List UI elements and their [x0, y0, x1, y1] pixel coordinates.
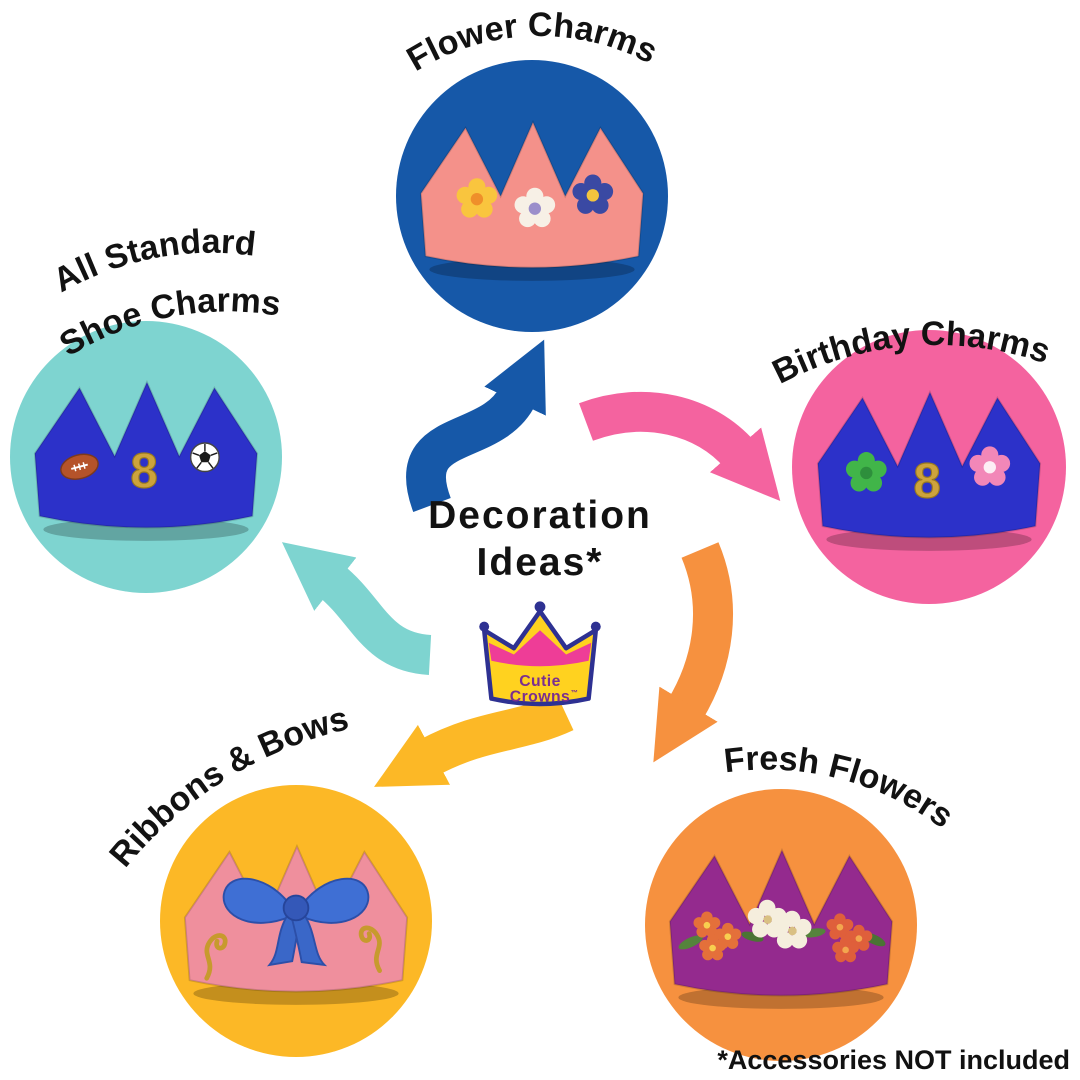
birthday-charms-node: 8: [792, 330, 1066, 604]
ribbons-bows-crown-image: [183, 845, 409, 1005]
flower-charms-crown-image: [419, 121, 645, 281]
white-flower-charm: [514, 187, 556, 228]
center-title-line2: Ideas*: [477, 541, 604, 584]
number-charm: 8: [130, 444, 157, 499]
arrow-to-flower-charms: [406, 339, 546, 513]
flower-charms-node: [396, 60, 668, 332]
logo-trademark: ™: [571, 688, 578, 697]
number-charm: 8: [913, 454, 940, 509]
birthday-charms-crown-image: 8: [816, 391, 1042, 551]
fresh-flowers-node: [645, 789, 917, 1061]
blue-flower-charm: [572, 174, 614, 214]
soccer-ball-charm: [189, 442, 220, 473]
green-flower-charm: [845, 452, 887, 492]
shoe-charms-crown-image: 8: [33, 381, 259, 541]
ribbons-bows-node: [160, 785, 432, 1057]
accessories-footnote: *Accessories NOT included: [717, 1045, 1070, 1075]
center-title-line1: Decoration: [428, 494, 652, 537]
fresh-flowers-crown-image: [668, 849, 894, 1009]
logo-tip-dot: [590, 621, 601, 632]
pink-flower-charm: [969, 446, 1011, 486]
shoe-charms-node: 8: [10, 321, 282, 593]
arrow-to-fresh-flowers: [653, 542, 733, 763]
logo-tip-dot: [479, 621, 490, 632]
logo-tip-dot: [534, 601, 546, 613]
logo-crown-band: [488, 630, 592, 667]
arrow-to-birthday-charms: [579, 391, 781, 502]
logo-brand-line1: Cutie: [519, 673, 561, 690]
cutie-crowns-logo: Cutie Crowns ™: [479, 601, 601, 707]
flower-garland: [678, 899, 886, 963]
logo-brand-line2: Crowns: [510, 688, 570, 705]
yellow-flower-charm: [456, 178, 498, 218]
blue-bow: [222, 877, 370, 967]
arrow-to-shoe-charms: [281, 542, 433, 675]
football-charm: [60, 453, 99, 480]
arrow-to-ribbons-bows: [374, 693, 574, 787]
